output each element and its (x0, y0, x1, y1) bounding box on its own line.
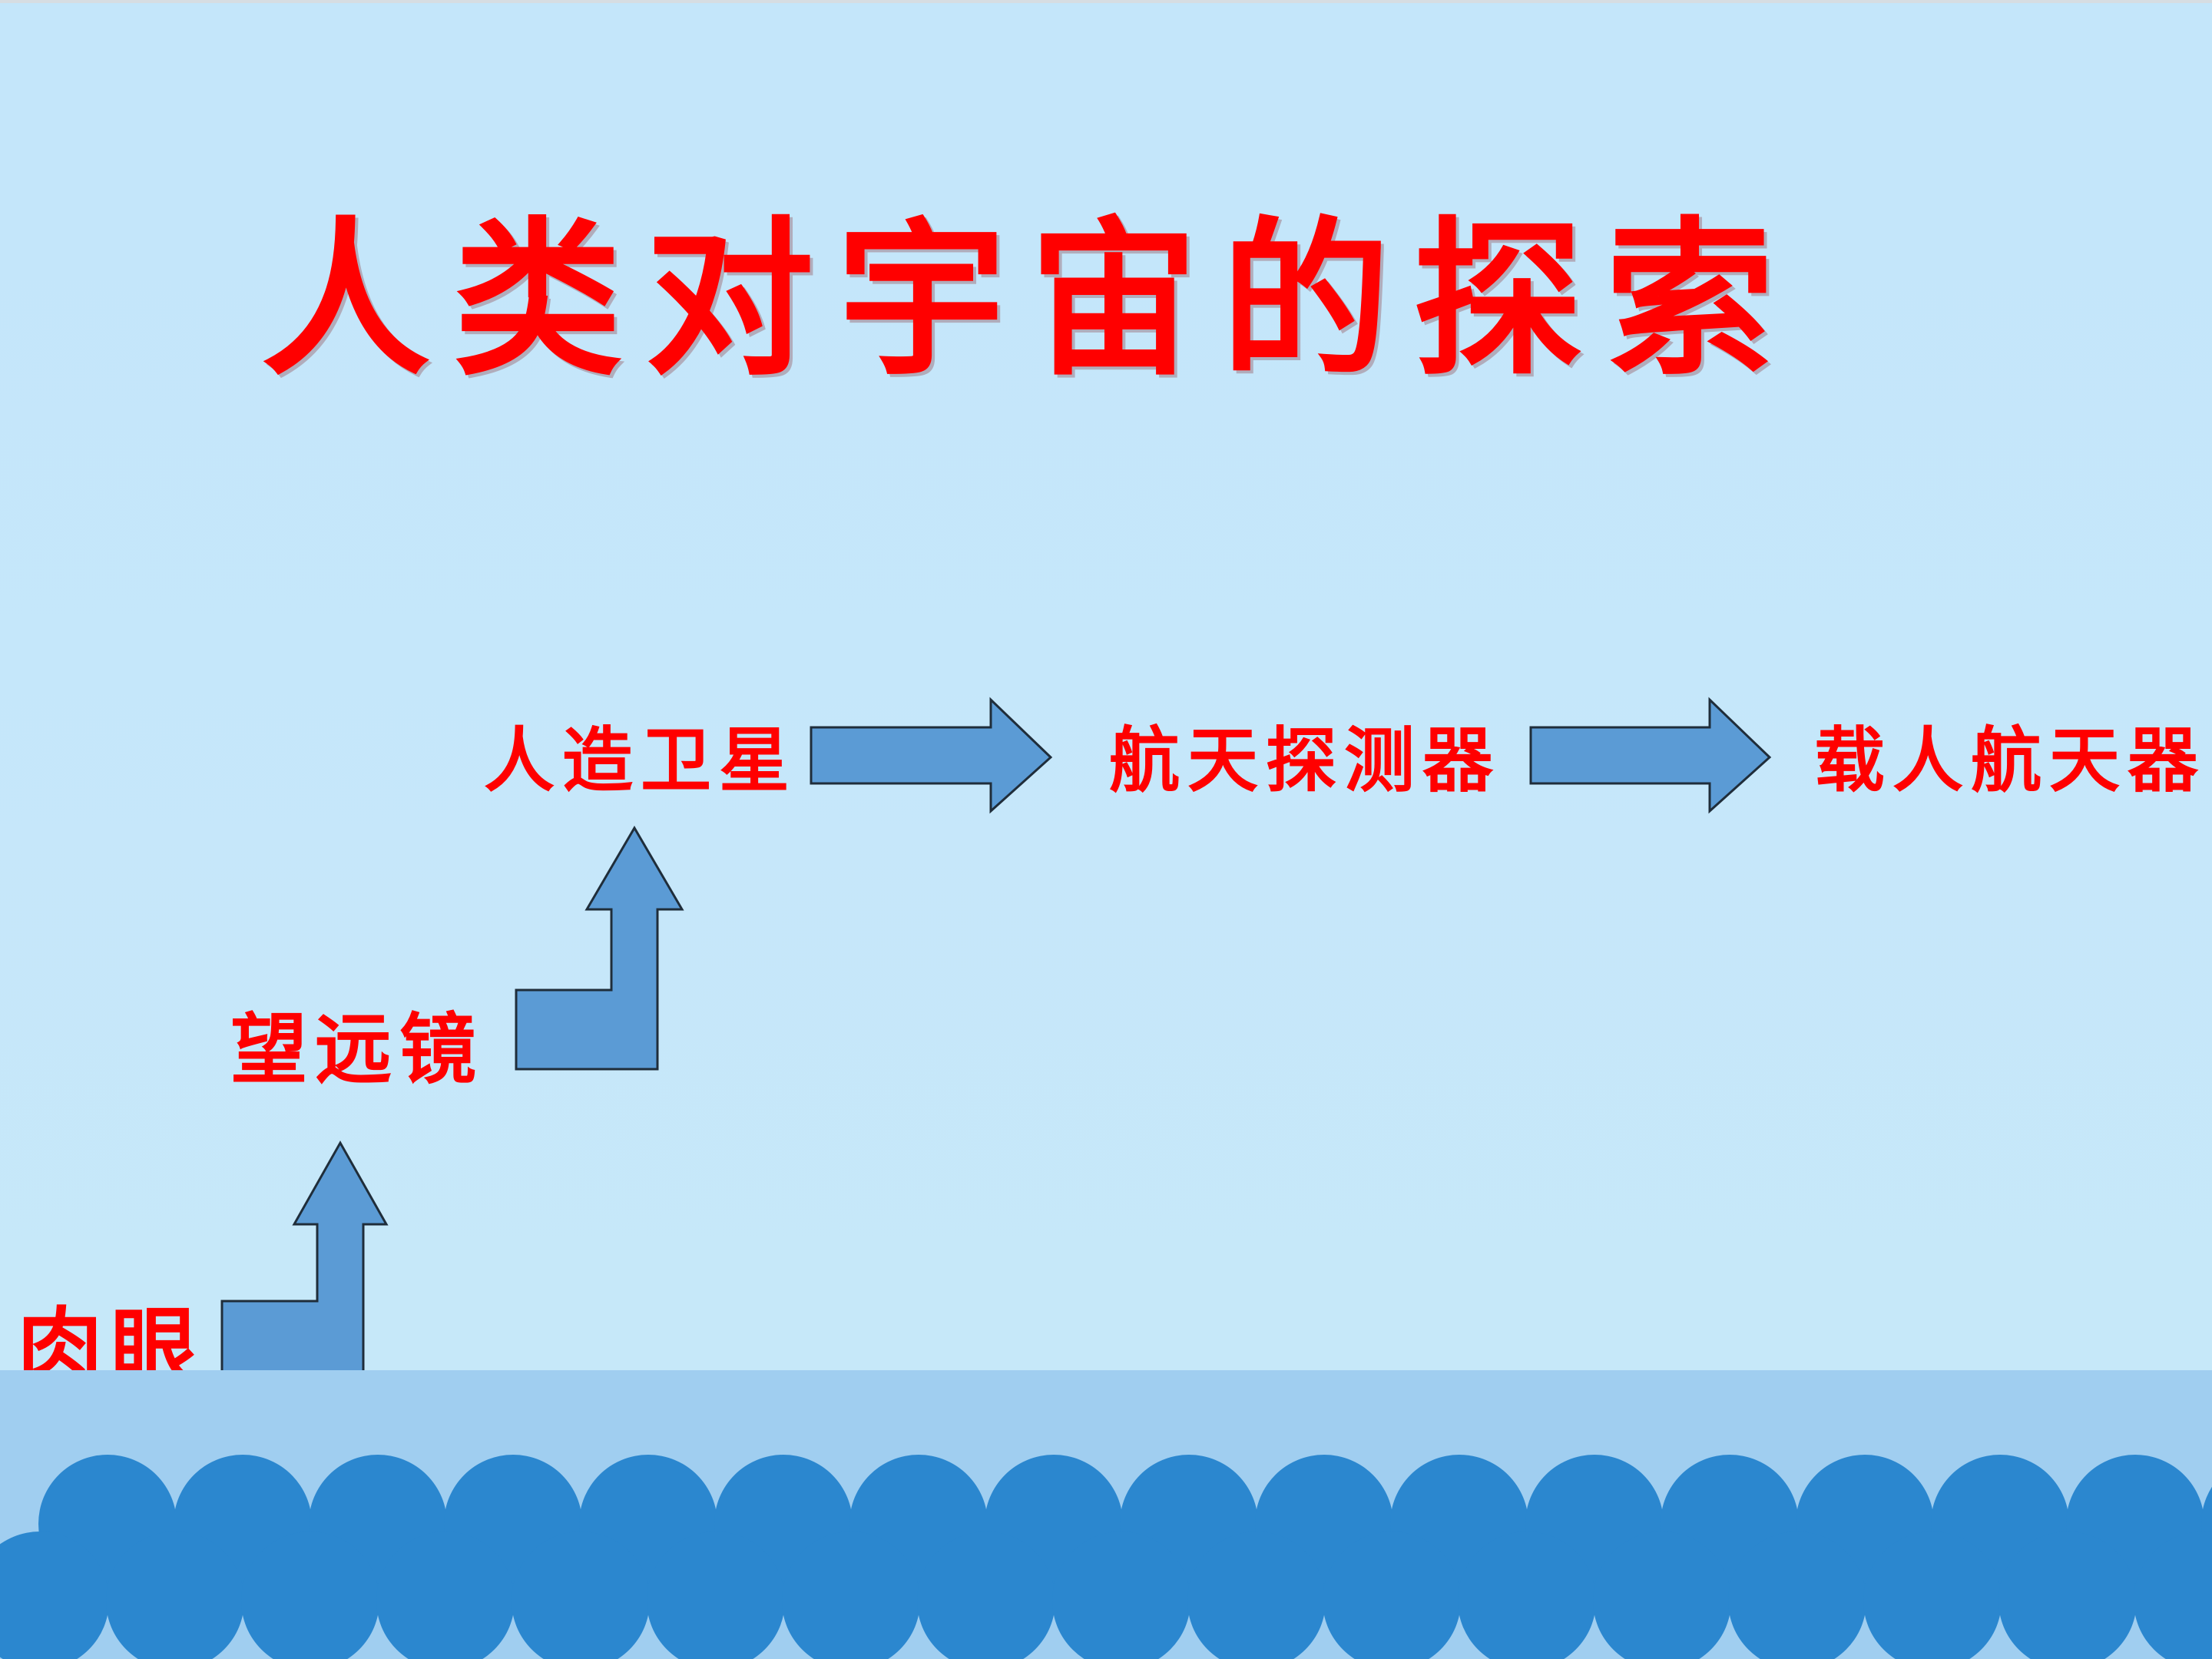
stage-space-probe: 航天探测器 (1109, 719, 1502, 802)
wave-scallop (1458, 1532, 1596, 1659)
top-border (0, 0, 2212, 3)
wave-scallop (1863, 1532, 2002, 1659)
wave-scallop (647, 1532, 785, 1659)
wave-scallop (1728, 1532, 1866, 1659)
right-arrow-2 (1529, 697, 1772, 814)
wave-scallop (0, 1532, 109, 1659)
wave-scallop (106, 1532, 244, 1659)
wave-scallop (376, 1532, 515, 1659)
wave-scallop (917, 1532, 1055, 1659)
sea-band (0, 1370, 2212, 1659)
wave-scallop (1323, 1532, 1461, 1659)
wave-scallop (1998, 1532, 2137, 1659)
wave-pattern (0, 1455, 2212, 1659)
right-arrow-1 (810, 697, 1053, 814)
wave-scallop (1187, 1532, 1326, 1659)
wave-scallop (1052, 1532, 1190, 1659)
wave-scallop (512, 1532, 650, 1659)
stage-satellite: 人造卫星 (484, 719, 798, 802)
stage-crewed-spacecraft: 载人航天器 (1814, 719, 2207, 802)
wave-scallop (241, 1532, 379, 1659)
wave-scallop (2134, 1532, 2212, 1659)
bent-arrow-up-2 (515, 826, 684, 1071)
slide-title: 人类对宇宙的探索 (261, 200, 1798, 399)
bent-arrow-up-1 (220, 1140, 389, 1383)
stage-telescope: 望远镜 (230, 1004, 484, 1094)
wave-scallop (1593, 1532, 1731, 1659)
wave-scallop (782, 1532, 920, 1659)
